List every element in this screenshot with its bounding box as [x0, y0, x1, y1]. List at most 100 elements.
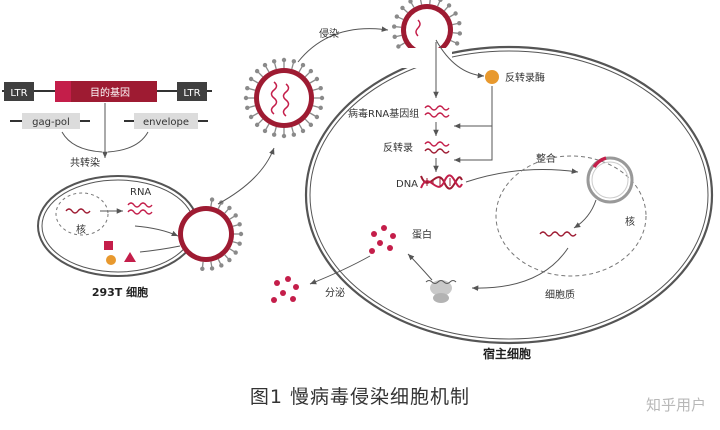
producer-protein-triangle [124, 252, 136, 262]
target-gene-label: 目的基因 [90, 86, 130, 99]
virion-spike-tip [457, 20, 462, 26]
virion-spike-tip [454, 41, 460, 46]
envelope-box [134, 113, 198, 129]
producer-nucleus-rna [65, 208, 91, 214]
host-cell-membrane [304, 45, 714, 345]
protein-label: 蛋白 [412, 228, 432, 241]
chromosome-ring [586, 156, 634, 204]
host-mrna [539, 231, 577, 237]
virion-spike-tip [243, 95, 249, 101]
virion-spike-tip [237, 222, 242, 227]
host-nucleus-label: 核 [625, 215, 635, 228]
dna-helix-icon [420, 174, 463, 190]
virion-spike-tip [394, 14, 400, 19]
free-virion [243, 57, 325, 139]
producer-nucleus [55, 192, 109, 236]
virion-spike-tip [319, 95, 325, 101]
producer-protein-circle [106, 255, 116, 265]
reverse-transcriptase-icon [485, 70, 499, 84]
virion-spike-tip [318, 105, 323, 111]
producer-cell-membrane [37, 175, 199, 277]
virion-spike-tip [314, 76, 320, 82]
integrated-gene-segment [592, 156, 607, 169]
ltr-left-box [4, 82, 34, 101]
ribosome-icon [425, 280, 457, 303]
producer-rna-strand-1 [127, 202, 153, 208]
virion-spike-tip [209, 266, 215, 271]
virion-spike-tip [219, 263, 224, 268]
secreted-protein-dots [271, 276, 299, 303]
virion-spike-tip [391, 24, 397, 29]
host-nucleus: 核 [495, 155, 647, 277]
secretion-label: 分泌 [325, 286, 345, 299]
producer-nucleus-label: 核 [76, 223, 86, 236]
arrow-mrna-to-ribosome [471, 247, 569, 291]
virion-spike-tip [227, 205, 232, 211]
figure-caption: 图1 慢病毒侵染细胞机制 [249, 386, 471, 408]
gag-pol-box [22, 113, 80, 129]
viral-rna-strand-2 [424, 112, 450, 118]
entering-virion [391, 0, 463, 68]
arrow-secretion [309, 255, 371, 285]
virion-spike-tip [200, 266, 205, 272]
virion-spike-tip [446, 3, 452, 8]
virion-spike-tip [248, 76, 254, 82]
virion-spike-tip [291, 59, 297, 64]
virion-spike-tip [254, 68, 260, 74]
virion-spike-tip [453, 11, 458, 16]
producer-rna-label: RNA [130, 187, 151, 198]
virion-spike-tip [300, 128, 306, 134]
virion-spike [429, 0, 431, 5]
arrow-to-budding [134, 225, 179, 237]
virion-spike-tip [237, 241, 242, 246]
virion-spike [419, 0, 423, 5]
infection-label: 侵染 [319, 27, 339, 40]
virion-spike-tip [254, 122, 260, 128]
ltr-right-label: LTR [183, 88, 200, 99]
virion-spike-tip [248, 114, 254, 120]
virion-spike-tip [262, 62, 268, 68]
rt-intermediate-rna [424, 141, 450, 147]
ltr-left-label: LTR [10, 88, 27, 99]
virion-spike-tip [238, 231, 244, 237]
host-protein-dots [369, 225, 396, 254]
viral-rna-strand-1 [424, 105, 450, 111]
virion-spike-tip [227, 257, 232, 263]
reverse-transcription-label: 反转录 [383, 141, 413, 154]
arrow-rt-enzyme-down [454, 86, 493, 163]
virion-spike-tip [281, 133, 287, 139]
gag-pol-label: gag-pol [32, 117, 70, 128]
virion-spike-tip [396, 44, 401, 49]
arrow-to-rt-enzyme [435, 39, 485, 79]
budding-virion [178, 197, 244, 272]
virion-spike-tip [291, 132, 297, 137]
virion-spike-tip [245, 85, 250, 91]
virion-spike-tip [271, 59, 277, 64]
virion-spike-tip [300, 62, 306, 68]
rt-intermediate-dna [424, 148, 450, 154]
ltr-right-box [177, 82, 207, 101]
arrow-transcription [573, 199, 597, 229]
virion-spike-tip [400, 5, 405, 11]
target-gene-box [55, 81, 157, 102]
producer-protein-square [104, 241, 113, 250]
arrow-integration [465, 168, 579, 183]
producer-cell-label: 293T 细胞 [92, 285, 148, 299]
virion-spike-tip [318, 85, 323, 91]
virion-spike-tip [245, 105, 250, 111]
arrow-infection [297, 26, 389, 63]
arrow-release [217, 147, 275, 205]
producer-cell: 核 RNA 293T 细胞 [37, 175, 199, 299]
reverse-transcriptase-label: 反转录酶 [505, 71, 545, 84]
virion-spike-tip [392, 34, 397, 40]
integration-label: 整合 [536, 152, 556, 165]
virion-spike-tip [308, 122, 314, 128]
envelope-label: envelope [143, 117, 189, 128]
arrow-translation [407, 253, 433, 281]
arrow-gagpol [61, 131, 103, 153]
viral-rna-genome-label: 病毒RNA基因组 [348, 107, 419, 120]
cytoplasm-label: 细胞质 [545, 288, 575, 301]
virion-spike-tip [281, 57, 287, 63]
virion-spike-tip [408, 0, 413, 4]
